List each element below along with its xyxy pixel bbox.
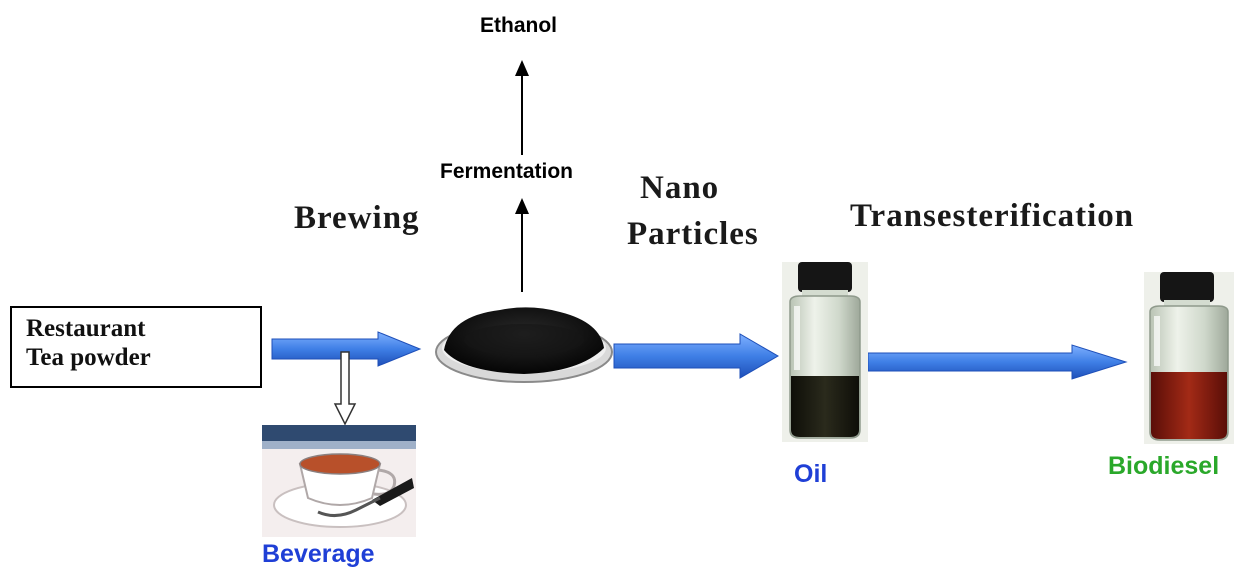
source-box: Restaurant Tea powder: [10, 306, 262, 388]
nanoparticles-arrow: [613, 333, 779, 379]
fermentation-arrow: [515, 198, 529, 292]
beverage-arrow: [333, 351, 357, 426]
transesterification-label: Transesterification: [850, 198, 1135, 234]
source-label-line2: Tea powder: [26, 344, 151, 371]
brewing-label: Brewing: [294, 200, 420, 236]
oil-bottle-image: [782, 262, 868, 442]
ethanol-arrow: [515, 60, 529, 155]
ethanol-label: Ethanol: [480, 14, 557, 37]
brewing-arrow: [271, 331, 422, 367]
biodiesel-label: Biodiesel: [1108, 452, 1220, 480]
source-label-line1: Restaurant: [26, 315, 146, 342]
beverage-label: Beverage: [262, 540, 375, 568]
transesterification-arrow: [867, 344, 1128, 380]
oil-label: Oil: [794, 460, 828, 488]
beverage-image: [262, 425, 416, 537]
nano-particles-label-line1: Nano: [640, 170, 720, 206]
tea-powder-image: [435, 307, 613, 383]
fermentation-label: Fermentation: [440, 160, 574, 183]
biodiesel-bottle-image: [1144, 272, 1234, 444]
nano-particles-label-line2: Particles: [627, 216, 759, 252]
